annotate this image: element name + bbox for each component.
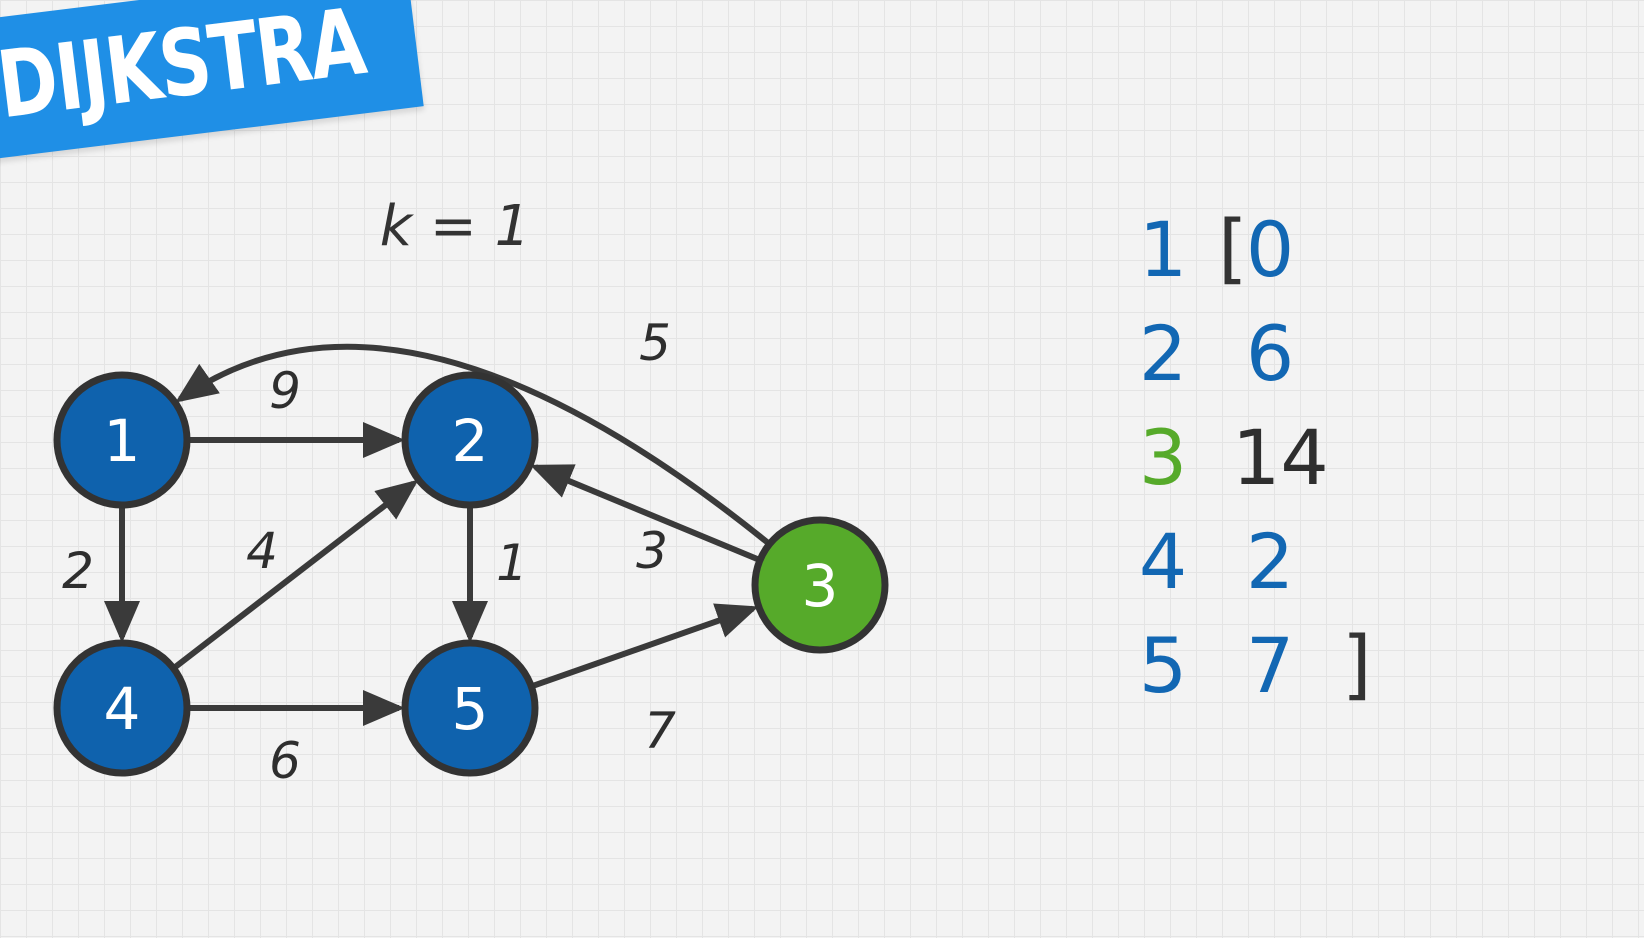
node-label-1: 1 bbox=[104, 407, 141, 475]
node-2: 2 bbox=[401, 371, 539, 509]
edge-5-3 bbox=[530, 603, 759, 690]
node-label-2: 2 bbox=[452, 407, 489, 475]
edge-weight-1-2: 9 bbox=[269, 362, 301, 420]
node-4: 4 bbox=[53, 639, 191, 777]
node-label-4: 4 bbox=[104, 675, 141, 743]
edge-weight-2-5: 1 bbox=[496, 534, 528, 592]
edges-layer: 9 2 4 6 1 7 3 5 bbox=[62, 314, 772, 790]
edge-3-1 bbox=[175, 343, 772, 547]
distance-close-bracket: ] bbox=[1342, 619, 1372, 708]
distance-open-bracket: [ bbox=[1218, 203, 1248, 292]
distance-value-1: 0 bbox=[1245, 205, 1295, 294]
nodes-layer: 1 2 3 4 5 bbox=[53, 371, 889, 777]
node-label-3: 3 bbox=[802, 552, 839, 620]
node-circle-4 bbox=[53, 639, 191, 777]
edge-weight-3-1: 5 bbox=[639, 314, 671, 372]
distance-value-4: 2 bbox=[1245, 517, 1295, 606]
node-circle-2 bbox=[401, 371, 539, 509]
iteration-label: k = 1 bbox=[380, 194, 531, 259]
node-1: 1 bbox=[53, 371, 191, 509]
distance-value-2: 6 bbox=[1245, 309, 1295, 398]
node-circle-5 bbox=[401, 639, 539, 777]
node-label-5: 5 bbox=[452, 675, 489, 743]
node-circle-3 bbox=[751, 516, 889, 654]
distance-value-3: 14 bbox=[1232, 413, 1329, 502]
distance-index-3: 3 bbox=[1138, 413, 1188, 502]
edge-weight-3-2: 3 bbox=[636, 522, 668, 580]
distance-index-1: 1 bbox=[1138, 205, 1188, 294]
node-circle-1 bbox=[53, 371, 191, 509]
edge-4-2 bbox=[171, 479, 419, 671]
edge-weight-4-2: 4 bbox=[246, 522, 278, 580]
edge-3-2 bbox=[530, 464, 762, 563]
node-5: 5 bbox=[401, 639, 539, 777]
edge-weight-4-5: 6 bbox=[269, 732, 301, 790]
node-3: 3 bbox=[751, 516, 889, 654]
edge-weight-5-3: 7 bbox=[644, 702, 676, 760]
edge-weight-1-4: 2 bbox=[62, 542, 94, 600]
distance-index-4: 4 bbox=[1138, 517, 1188, 606]
distance-index-2: 2 bbox=[1138, 309, 1188, 398]
distance-index-5: 5 bbox=[1138, 621, 1188, 710]
distance-value-5: 7 bbox=[1245, 621, 1295, 710]
